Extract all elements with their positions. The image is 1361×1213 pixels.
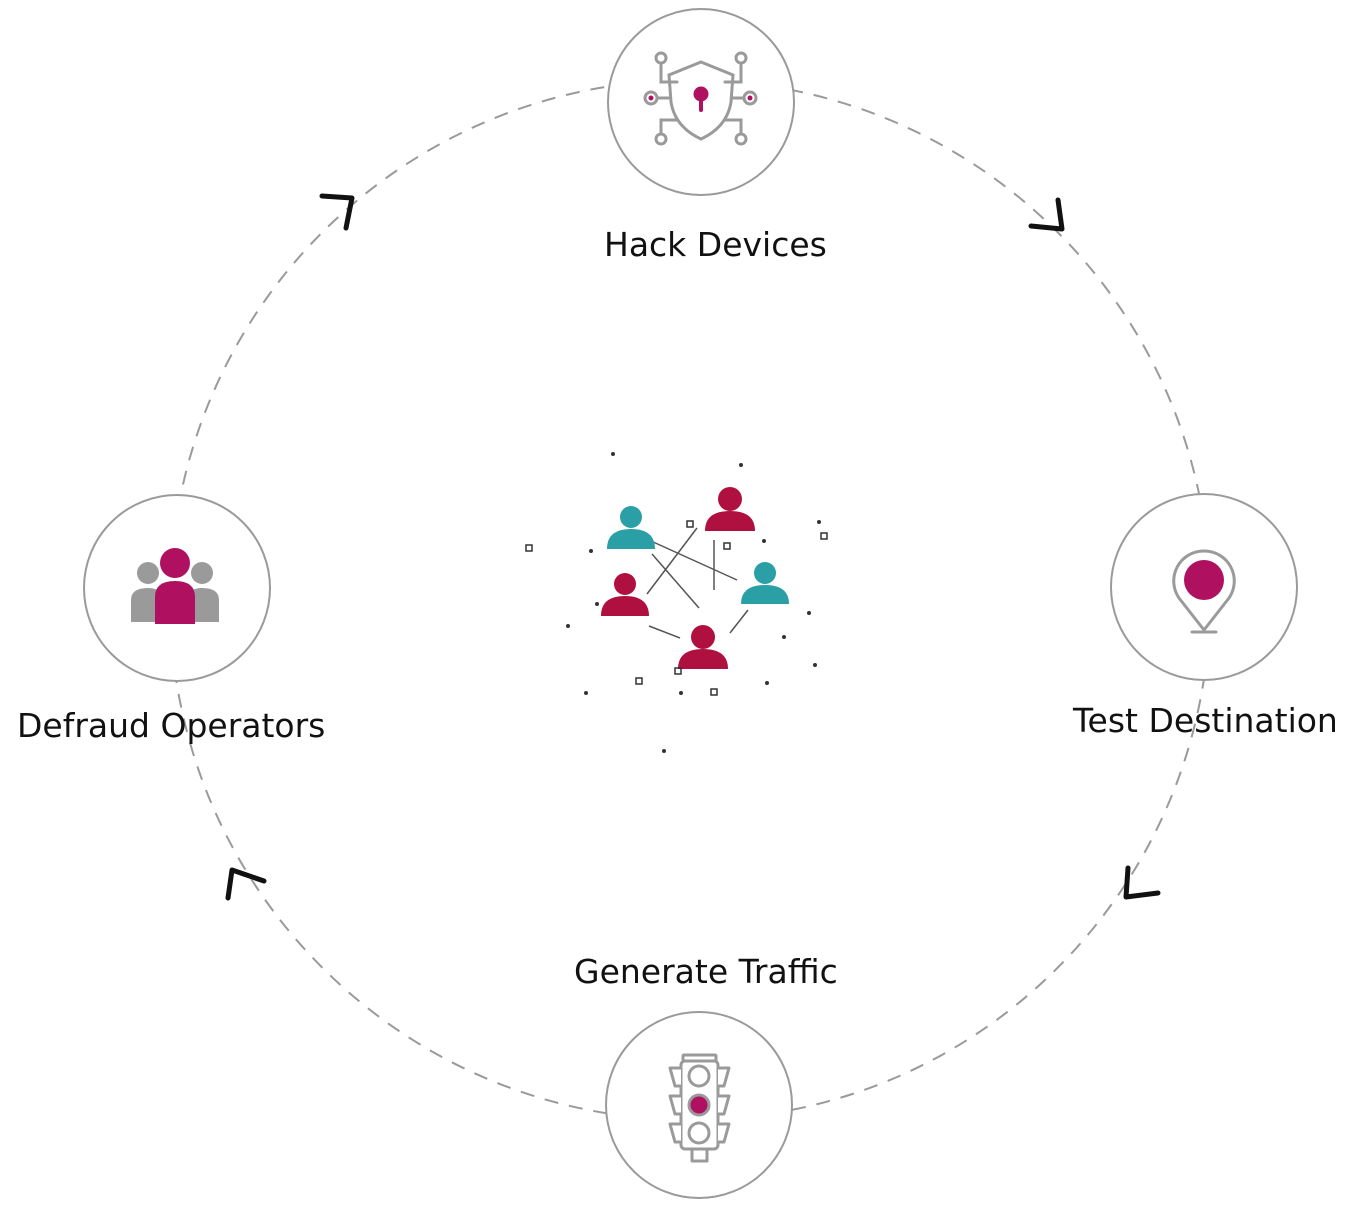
node-hack-devices bbox=[607, 8, 795, 196]
network-particles bbox=[525, 520, 828, 696]
network-person-crimson-3 bbox=[678, 625, 728, 669]
bot-network-icon bbox=[525, 452, 828, 753]
node-generate-traffic bbox=[605, 1011, 793, 1199]
network-person-crimson-1 bbox=[705, 487, 755, 531]
node-label-test-destination: Test Destination bbox=[1073, 701, 1338, 740]
people-group-icon bbox=[131, 548, 219, 624]
flow-arrow-3 bbox=[1123, 865, 1161, 900]
network-person-crimson-2 bbox=[601, 573, 649, 616]
node-test-destination bbox=[1110, 493, 1298, 681]
location-pin-icon bbox=[1172, 549, 1236, 634]
traffic-light-icon bbox=[668, 1053, 731, 1163]
flow-arrow-4 bbox=[225, 867, 267, 901]
flow-arrow-1 bbox=[319, 193, 355, 231]
flow-arrow-2 bbox=[1028, 197, 1065, 232]
network-person-teal-1 bbox=[607, 506, 655, 549]
network-person-teal-2 bbox=[741, 562, 789, 604]
node-label-generate-traffic: Generate Traffic bbox=[574, 952, 838, 991]
network-dots bbox=[566, 452, 821, 753]
node-defraud-operators bbox=[83, 494, 271, 682]
node-label-defraud-operators: Defraud Operators bbox=[17, 706, 326, 745]
shield-circuit-icon bbox=[643, 51, 758, 146]
node-label-hack-devices: Hack Devices bbox=[604, 225, 827, 264]
